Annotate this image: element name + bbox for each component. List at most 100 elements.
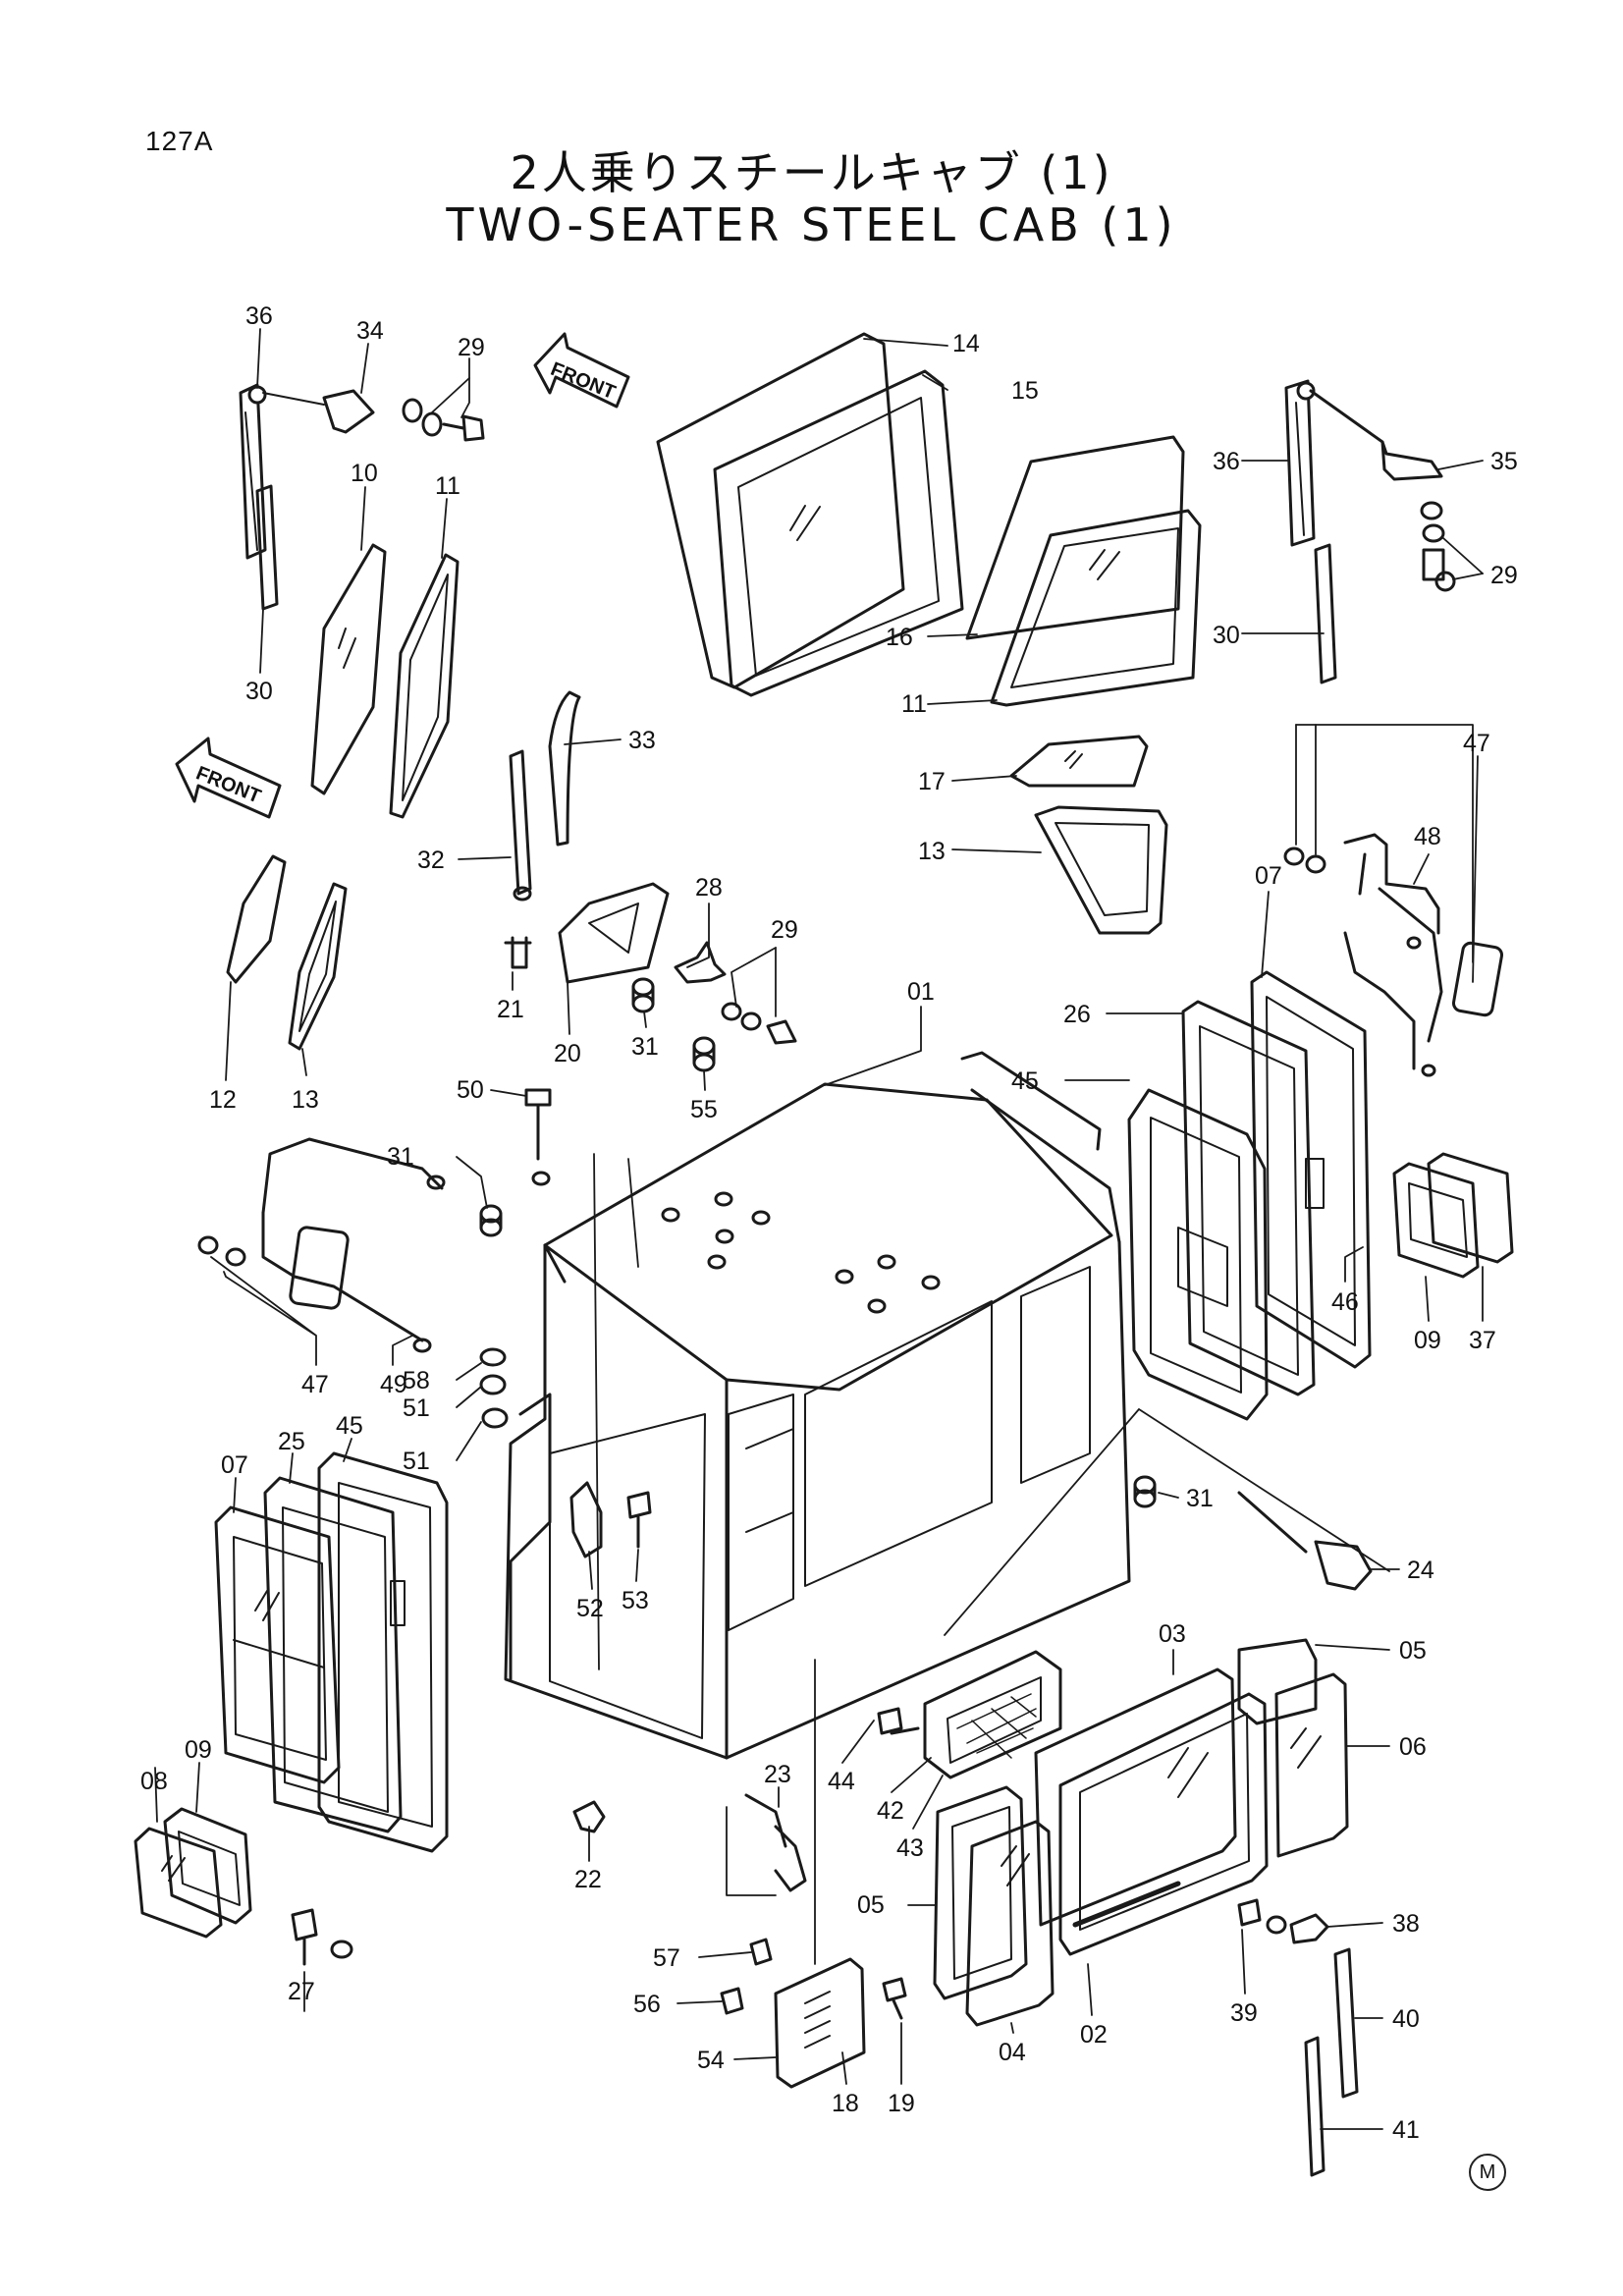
callout: 07: [1255, 862, 1282, 890]
wiper-blade-30-right: [1314, 543, 1337, 684]
callout: 51: [403, 1394, 430, 1422]
manufacturer-mark: M: [1469, 2154, 1506, 2191]
callout: 47: [301, 1371, 329, 1398]
callout: 23: [764, 1761, 791, 1788]
bushing-31-middle: [479, 1204, 503, 1237]
callout: 30: [1213, 622, 1240, 649]
front-arrow-top: FRONT: [533, 332, 630, 409]
hinge-bracket-35: [1309, 389, 1443, 481]
callout: 57: [653, 1944, 680, 1972]
callout: 32: [417, 847, 445, 874]
windshield-seal-15: [713, 369, 964, 697]
hinge-arm-36-right: [1284, 379, 1316, 547]
callout: 27: [288, 1978, 315, 2005]
glass-panel-02: [1058, 1692, 1269, 1956]
door-seal-45-right: [1127, 1088, 1269, 1421]
callout: 51: [403, 1448, 430, 1475]
callout: 44: [828, 1768, 855, 1795]
clip-57: [749, 1938, 773, 1966]
callout: 37: [1469, 1327, 1496, 1354]
callout: 07: [221, 1451, 248, 1479]
hinge-38: [1289, 1913, 1329, 1944]
bolt-washers-29-top-right: [1420, 501, 1456, 592]
callout: 54: [697, 2047, 725, 2074]
callout: 43: [896, 1834, 924, 1862]
glass-seal-05-left: [933, 1785, 1028, 2000]
glass-seal-13-right: [1034, 805, 1168, 935]
glass-seal-13-left: [288, 882, 348, 1051]
callout: 29: [771, 916, 798, 944]
callout: 10: [351, 460, 378, 487]
callout: 45: [336, 1412, 363, 1440]
callout: 19: [888, 2090, 915, 2117]
callout: 13: [292, 1086, 319, 1114]
callout: 03: [1159, 1620, 1186, 1648]
callout: 29: [458, 334, 485, 361]
latch-plate-52: [569, 1481, 603, 1558]
callout: 36: [245, 302, 273, 330]
cab-roof-bolts: [661, 1191, 941, 1314]
front-arrow-left: FRONT: [175, 737, 282, 819]
door-panel-07-right: [1250, 970, 1372, 1369]
callout: 31: [1186, 1485, 1214, 1512]
vent-grille-42: [923, 1650, 1062, 1779]
callout: 39: [1230, 1999, 1258, 2027]
leader-lines: [154, 328, 1484, 2130]
diagram-title-japanese: 2人乗りスチールキャブ (1): [510, 146, 1113, 199]
glass-pane-10: [310, 543, 387, 795]
slide-window-09-left: [163, 1807, 252, 1925]
door-latch-23: [744, 1793, 807, 1892]
wiper-arm-32: [509, 749, 532, 902]
glass-seal-11-left: [389, 553, 460, 819]
bolt-19: [882, 1977, 907, 2020]
callout: 15: [1011, 377, 1039, 405]
mount-bracket-20: [558, 882, 670, 984]
cab-frame-01: [504, 1082, 1131, 1760]
callout: 30: [245, 678, 273, 705]
callout: 52: [576, 1595, 604, 1622]
glass-panel-04: [965, 1820, 1055, 2027]
mirror-assembly-47-right: [1283, 833, 1504, 1077]
wiper-blade-33: [548, 690, 581, 847]
callout: 50: [457, 1076, 484, 1104]
hinge-bracket-34: [262, 389, 375, 434]
bushing-31-upper: [631, 977, 655, 1013]
bolt-washers-29-top-left: [402, 398, 485, 442]
callout: 05: [857, 1891, 885, 1919]
callout: 56: [633, 1991, 661, 2018]
callout: 35: [1490, 448, 1518, 475]
callout: 05: [1399, 1637, 1427, 1665]
callout: 47: [1463, 730, 1490, 757]
callout: 31: [631, 1033, 659, 1061]
callout: 42: [877, 1797, 904, 1825]
callout: 17: [918, 768, 946, 795]
callout: 09: [185, 1736, 212, 1764]
callout: 55: [690, 1096, 718, 1123]
glass-seal-11-right: [990, 509, 1202, 707]
clip-56: [720, 1987, 744, 2015]
callout: 28: [695, 874, 723, 902]
callout-labels: 36 34 29 10 11 30 14 15 16 11 36 35 29 3…: [140, 302, 1518, 2144]
glass-pane-16: [965, 435, 1185, 640]
diagram-title-english: TWO-SEATER STEEL CAB (1): [446, 198, 1177, 251]
callout: 20: [554, 1040, 581, 1067]
door-panel-26: [1181, 1000, 1325, 1396]
bracket-28: [674, 941, 727, 984]
washer-58: [479, 1347, 507, 1367]
callout: 26: [1063, 1001, 1091, 1028]
slide-window-37: [1427, 1152, 1514, 1264]
nut-51-lower: [481, 1407, 509, 1429]
callout: 45: [1011, 1067, 1039, 1095]
callout: 40: [1392, 2005, 1420, 2033]
door-lock-24: [1237, 1491, 1373, 1591]
wiper-blade-30: [255, 484, 279, 611]
wiper-blade-41: [1304, 2036, 1325, 2177]
glass-pane-12: [226, 854, 287, 984]
callout: 13: [918, 838, 946, 865]
windshield-glass-14: [656, 332, 905, 689]
callout: 02: [1080, 2021, 1108, 2049]
callout: 22: [574, 1866, 602, 1893]
callout: 11: [901, 690, 927, 718]
